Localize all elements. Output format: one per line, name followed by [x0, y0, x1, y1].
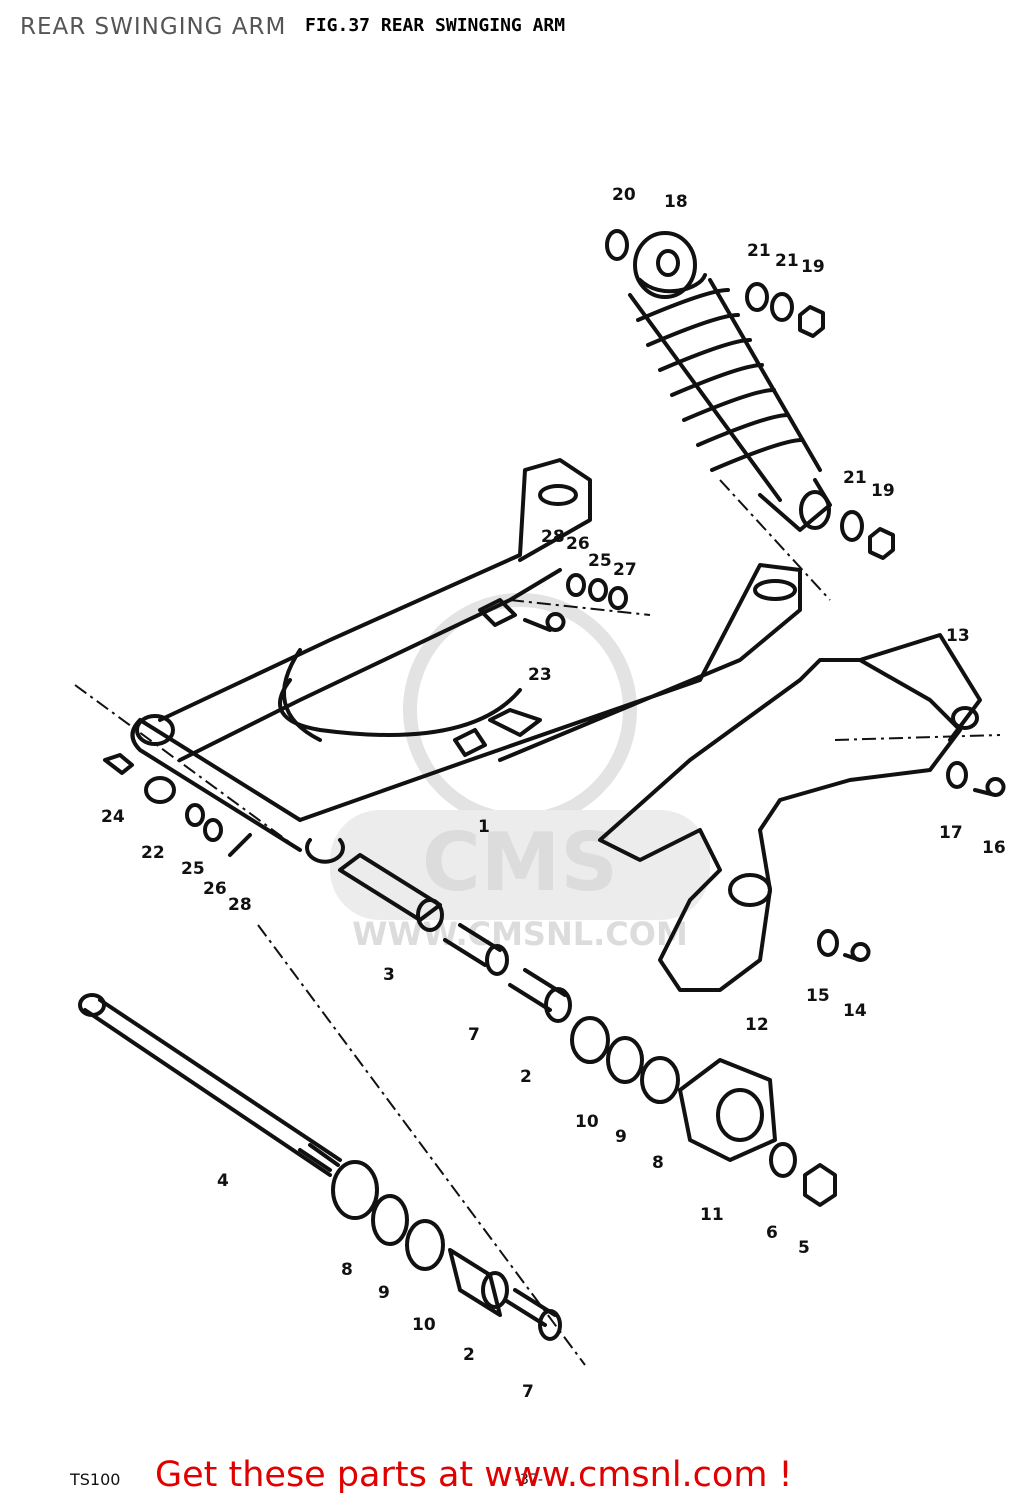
callout-22: 22 [141, 843, 165, 863]
callout-19: 19 [871, 481, 895, 501]
callout-12: 12 [745, 1015, 769, 1035]
figure-title: FIG.37 REAR SWINGING ARM [305, 15, 566, 36]
parts-link[interactable]: Get these parts at www.cmsnl.com ! [155, 1455, 793, 1495]
shock-absorber [628, 231, 832, 532]
callout-15: 15 [806, 986, 830, 1006]
callout-9: 9 [378, 1283, 390, 1303]
callout-1: 1 [478, 817, 490, 837]
callout-2: 2 [463, 1345, 475, 1365]
swinging-arm [130, 458, 802, 864]
callout-28: 28 [541, 527, 565, 547]
callout-13: 13 [946, 626, 970, 646]
callout-8: 8 [652, 1153, 664, 1173]
callout-19: 19 [801, 257, 825, 277]
cmsnl-watermark: CMS WWW.CMSNL.COM [330, 593, 710, 953]
callout-14: 14 [843, 1001, 867, 1021]
callout-28: 28 [228, 895, 252, 915]
callout-6: 6 [766, 1223, 778, 1243]
callout-25: 25 [181, 859, 205, 879]
watermark-logo-text: CMS [422, 816, 618, 909]
callout-9: 9 [615, 1127, 627, 1147]
callout-27: 27 [613, 560, 637, 580]
callout-18: 18 [664, 192, 688, 212]
callout-numbers: 1 2 2 3 4 5 6 7 7 8 8 9 9 10 10 11 12 13… [101, 185, 1006, 1402]
callout-20: 20 [612, 185, 636, 205]
callout-26: 26 [203, 879, 227, 899]
callout-24: 24 [101, 807, 125, 827]
callout-5: 5 [798, 1238, 810, 1258]
callout-4: 4 [217, 1171, 229, 1191]
callout-21: 21 [775, 251, 799, 271]
model-code: TS100 [70, 1470, 121, 1489]
pivot-bolt [78, 993, 342, 1177]
callout-10: 10 [575, 1112, 599, 1132]
assembly-lines [74, 479, 1001, 1366]
watermark-url: WWW.CMSNL.COM [352, 915, 688, 953]
callout-7: 7 [522, 1382, 534, 1402]
callout-8: 8 [341, 1260, 353, 1280]
callout-21: 21 [843, 468, 867, 488]
callout-2: 2 [520, 1067, 532, 1087]
callout-3: 3 [383, 965, 395, 985]
page-number: -37- [515, 1472, 543, 1488]
chain-guard [598, 633, 982, 992]
callout-7: 7 [468, 1025, 480, 1045]
callout-17: 17 [939, 823, 963, 843]
callout-23: 23 [528, 665, 552, 685]
page-title: REAR SWINGING ARM [20, 14, 287, 40]
callout-26: 26 [566, 534, 590, 554]
callout-10: 10 [412, 1315, 436, 1335]
callout-21: 21 [747, 241, 771, 261]
callout-25: 25 [588, 551, 612, 571]
bushing-stack [331, 853, 837, 1341]
callout-11: 11 [700, 1205, 724, 1225]
callout-16: 16 [982, 838, 1006, 858]
small-hardware [103, 229, 1006, 962]
